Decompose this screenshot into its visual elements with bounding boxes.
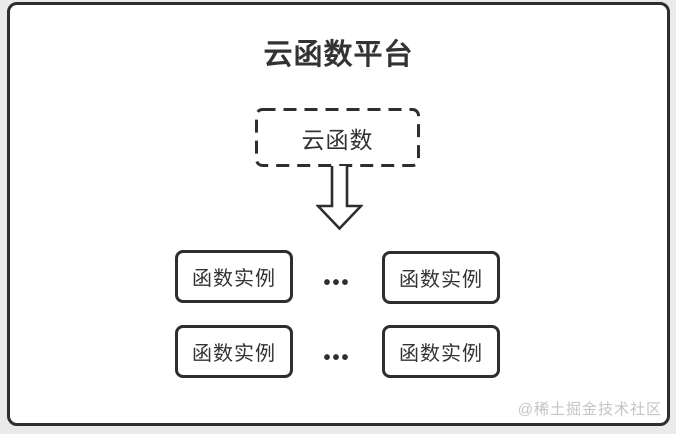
diagram-canvas: 云函数平台 云函数 函数实例 ••• 函数实例 函数实例 ••• 函数实例 @稀… (10, 5, 667, 423)
ellipsis: ••• (323, 347, 351, 369)
function-instance-node: 函数实例 (175, 325, 293, 378)
diagram-card: 云函数平台 云函数 函数实例 ••• 函数实例 函数实例 ••• 函数实例 @稀… (7, 2, 670, 426)
diagram-title: 云函数平台 (263, 39, 414, 71)
dashed-border (255, 108, 420, 167)
cloud-function-label: 云函数 (301, 126, 374, 153)
watermark: @稀土掘金技术社区 (517, 401, 662, 418)
function-instance-node: 函数实例 (175, 250, 293, 303)
cloud-function-node: 云函数 (255, 108, 420, 167)
down-arrow-icon (316, 166, 363, 231)
function-instance-node: 函数实例 (382, 251, 500, 304)
function-instance-node: 函数实例 (382, 325, 500, 378)
ellipsis: ••• (323, 272, 351, 294)
